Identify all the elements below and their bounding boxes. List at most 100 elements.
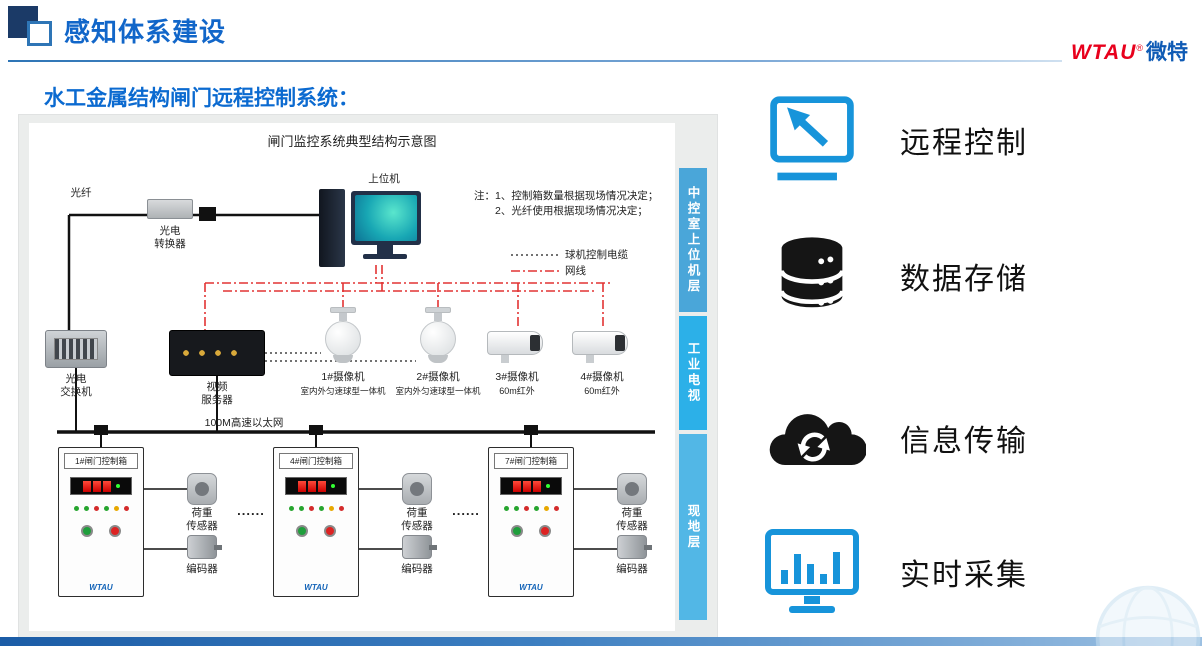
layer-label: 工业电视	[685, 342, 700, 404]
gate-control-cabinet-1: 1#闸门控制箱 WTAU	[58, 447, 144, 597]
layer-bar-local: 现地层	[679, 434, 707, 620]
dome-cap	[428, 355, 448, 363]
diagram-title: 闸门监控系统典型结构示意图	[267, 134, 437, 149]
load-sensor-label-2: 传感器	[401, 520, 433, 532]
feature-realtime-collect: 实时采集	[758, 520, 1028, 624]
lower-button	[539, 525, 551, 537]
bullet-camera-3	[487, 331, 547, 365]
page-title: 感知体系建设	[64, 17, 227, 47]
cabinet-indicator-leds	[274, 506, 358, 511]
feature-remote-control: 远程控制	[758, 92, 1028, 188]
cabinet-buttons	[274, 525, 358, 537]
cabinet-brand: WTAU	[519, 583, 543, 592]
brand-logo-reg: ®	[1136, 43, 1143, 53]
brand-logo-cn: 微特	[1146, 41, 1188, 64]
computer-monitor	[351, 191, 421, 245]
info-transfer-icon	[758, 398, 866, 478]
feature-info-transfer: 信息传输	[758, 392, 1028, 484]
encoder-icon	[187, 535, 222, 559]
note-line-2: 2、光纤使用根据现场情况决定；	[495, 205, 648, 217]
load-sensor-label: 荷重 传感器	[175, 507, 229, 533]
monitor-base	[363, 254, 407, 259]
camera-1-desc: 室内外匀速球型一体机	[300, 386, 386, 396]
bullet-body	[572, 331, 628, 355]
dome-cap	[333, 355, 353, 363]
camera-2-desc: 室内外匀速球型一体机	[395, 386, 481, 396]
switch-ports	[54, 338, 98, 360]
load-sensor-label-1: 荷重	[406, 507, 428, 519]
video-server-label-2: 服务器	[201, 394, 233, 406]
cabinet-name: 7#闸门控制箱	[494, 453, 568, 469]
layer-label: 中控室上位机层	[685, 185, 700, 295]
camera-3-desc: 60m红外	[499, 386, 535, 396]
dome-bracket	[425, 307, 451, 313]
optical-switch-label-2: 交换机	[60, 386, 92, 398]
legend-dome-cable-label: 球机控制电缆	[565, 249, 628, 261]
camera-4-name: 4#摄像机	[580, 371, 624, 383]
header-deco-outline	[27, 21, 52, 46]
dome-neck	[339, 313, 347, 321]
camera-4-desc: 60m红外	[584, 386, 620, 396]
dome-camera-1	[323, 307, 363, 367]
video-server-label-1: 视频	[206, 381, 228, 393]
data-storage-icon	[758, 230, 866, 322]
encoder-icon	[402, 535, 437, 559]
dome-camera-2	[418, 307, 458, 367]
lower-button	[324, 525, 336, 537]
load-sensor-icon	[187, 473, 217, 505]
header-divider	[8, 60, 1062, 62]
feature-label: 实时采集	[900, 559, 1028, 592]
lower-button	[109, 525, 121, 537]
load-sensor-label: 荷重 传感器	[390, 507, 444, 533]
load-sensor-label-1: 荷重	[621, 507, 643, 519]
video-server-ports	[180, 347, 246, 359]
load-sensor-label-2: 传感器	[616, 520, 648, 532]
optical-converter-label-2: 转换器	[154, 238, 186, 250]
load-sensor-label-2: 传感器	[186, 520, 218, 532]
dome-bracket	[330, 307, 356, 313]
bullet-mount	[586, 355, 594, 363]
raise-button	[81, 525, 93, 537]
optical-converter-label-1: 光电	[159, 225, 181, 237]
diagram-connection-lines	[57, 207, 655, 550]
camera-1-name: 1#摄像机	[321, 371, 365, 383]
bullet-body	[487, 331, 543, 355]
host-computer-label: 上位机	[368, 173, 400, 185]
section-subtitle: 水工金属结构闸门远程控制系统：	[44, 87, 359, 110]
brand-logo-en: WTAU	[1070, 41, 1137, 64]
bullet-camera-4	[572, 331, 632, 365]
cabinet-led-display	[70, 477, 132, 495]
cabinet-brand: WTAU	[304, 583, 328, 592]
cabinet-led-display	[285, 477, 347, 495]
bottom-accent-bar	[0, 637, 1202, 646]
feature-label: 远程控制	[900, 127, 1028, 160]
diagram-notes: 注：1、控制箱数量根据现场情况决定； 2、光纤使用根据现场情况决定；	[474, 189, 658, 219]
layer-label: 现地层	[685, 503, 700, 551]
gate-control-cabinet-4: 4#闸门控制箱 WTAU	[273, 447, 359, 597]
load-sensor-icon	[402, 473, 432, 505]
feature-label: 信息传输	[900, 425, 1028, 458]
encoder-label: 编码器	[186, 563, 218, 575]
raise-button	[511, 525, 523, 537]
load-sensor-label: 荷重 传感器	[605, 507, 659, 533]
camera-lens	[530, 335, 540, 351]
legend-net-cable-label: 网线	[565, 265, 586, 277]
globe-watermark	[1095, 585, 1201, 646]
optical-converter-label: 光电 转换器	[137, 225, 203, 251]
fiber-label: 光纤	[70, 187, 92, 199]
bullet-mount	[501, 355, 509, 363]
cabinet-name: 4#闸门控制箱	[279, 453, 353, 469]
cabinet-indicator-leds	[59, 506, 143, 511]
optical-switch-device	[45, 330, 107, 368]
encoder-label: 编码器	[401, 563, 433, 575]
gate-control-cabinet-7: 7#闸门控制箱 WTAU	[488, 447, 574, 597]
layer-bar-industrial-tv: 工业电视	[679, 316, 707, 430]
load-sensor-label-1: 荷重	[191, 507, 213, 519]
optical-switch-label: 光电 交换机	[33, 373, 119, 399]
camera-3-name: 3#摄像机	[495, 371, 539, 383]
optical-converter-device	[147, 199, 193, 219]
dome-ball	[325, 321, 361, 357]
brand-logo: WTAU®微特	[1071, 36, 1188, 66]
cabinet-indicator-leds	[489, 506, 573, 511]
